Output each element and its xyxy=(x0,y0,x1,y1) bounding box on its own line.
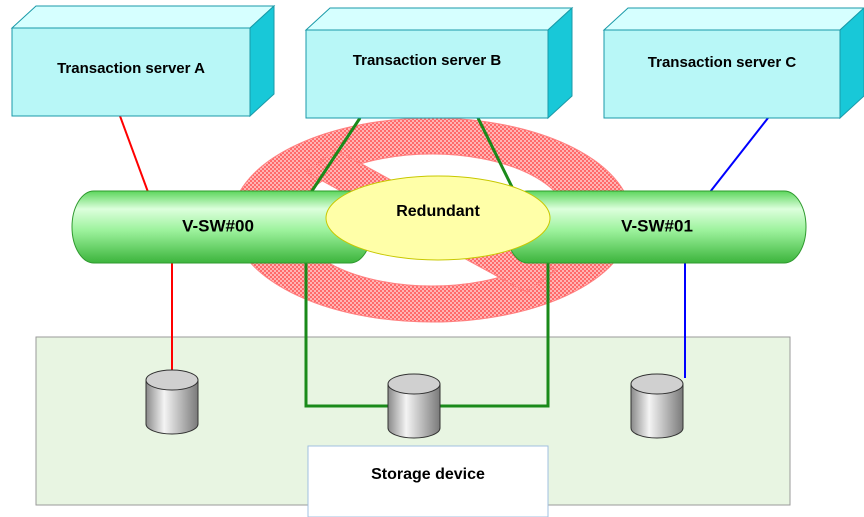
vswitch-01-label: V-SW#01 xyxy=(621,216,693,235)
storage-device-label: Storage device xyxy=(371,466,485,483)
disk-icon-right xyxy=(630,373,684,439)
redundant-ellipse: Redundant xyxy=(325,175,551,261)
link-server-b-left xyxy=(304,117,388,408)
vswitch-00-label: V-SW#00 xyxy=(182,216,254,235)
storage-device-label-box: Storage device xyxy=(307,445,549,517)
disk-icon-middle xyxy=(387,373,441,439)
server-b-label: Transaction server B xyxy=(353,52,502,69)
disk-icon-left xyxy=(145,369,199,435)
link-server-c-to-vsw01 xyxy=(709,117,769,193)
transaction-server-b: Transaction server B xyxy=(304,6,574,120)
transaction-server-c: Transaction server C xyxy=(602,7,864,120)
redundant-label: Redundant xyxy=(396,203,480,220)
transaction-server-a: Transaction server A xyxy=(10,4,276,118)
vswitch-01: V-SW#01 xyxy=(505,190,807,264)
server-c-label: Transaction server C xyxy=(648,54,797,71)
server-a-label: Transaction server A xyxy=(57,60,205,77)
link-server-a-to-vsw00 xyxy=(119,115,149,193)
vswitch-00: V-SW#00 xyxy=(71,190,373,264)
